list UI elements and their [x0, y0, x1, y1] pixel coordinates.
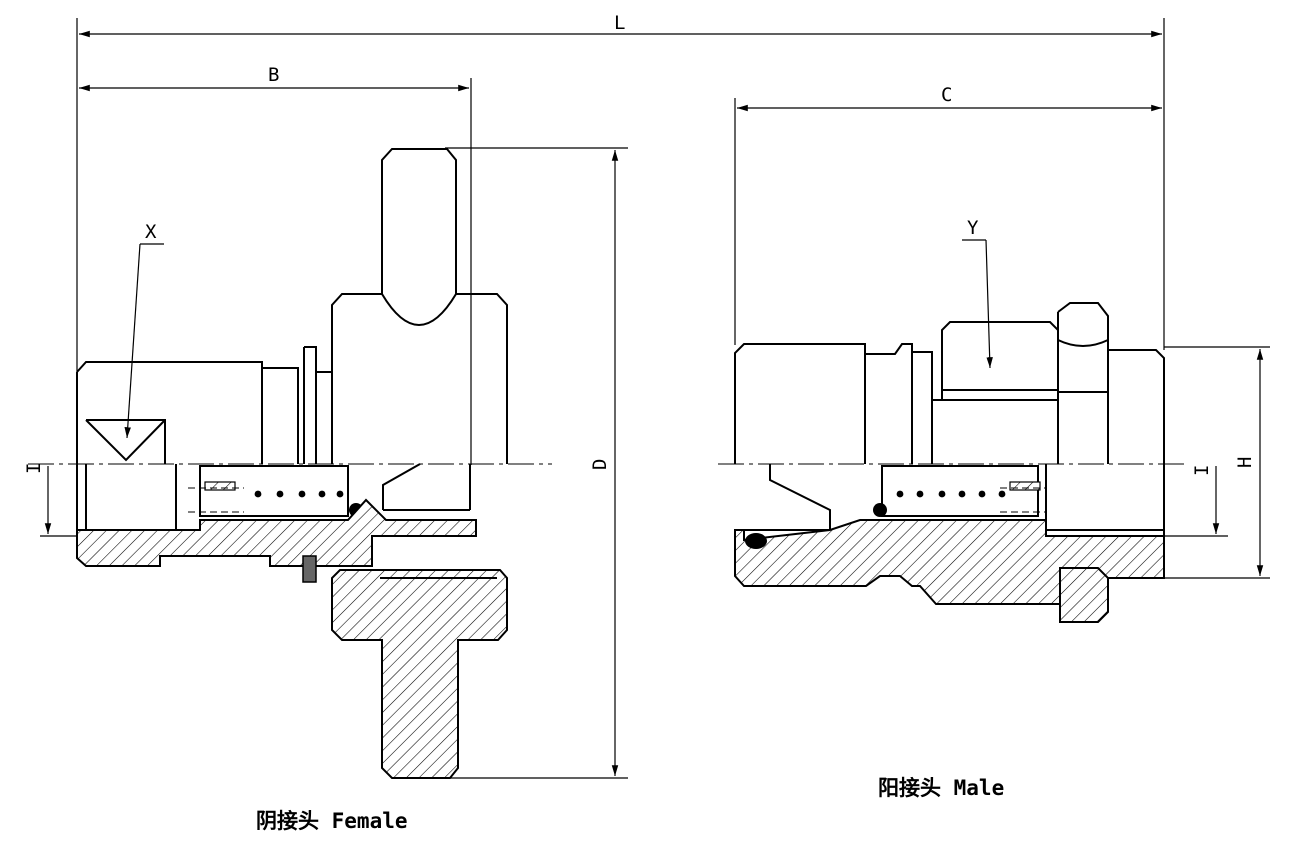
dimension-I-right: I — [1045, 465, 1228, 537]
dimension-label-i-right: I — [1191, 465, 1213, 476]
male-oring-outer — [745, 533, 767, 549]
female-coupling — [76, 148, 508, 779]
callout-y: Y — [962, 217, 993, 369]
dimension-label-b: B — [268, 64, 279, 86]
dimension-label-d: D — [589, 459, 611, 470]
callout-label-y: Y — [967, 217, 979, 239]
callout-x: X — [124, 221, 164, 439]
callout-label-x: X — [145, 221, 157, 243]
dimension-B: B — [79, 64, 472, 465]
dimension-label-i-left: I — [23, 463, 45, 474]
female-caption: 阴接头 Female — [256, 809, 408, 833]
dimension-L: L — [76, 12, 1165, 538]
male-oring-inner — [873, 503, 887, 517]
female-spring-coils — [254, 490, 344, 498]
dimension-C: C — [734, 84, 1162, 345]
male-spring-coils — [896, 490, 1006, 498]
male-coupling — [734, 302, 1165, 623]
dimension-label-c: C — [941, 84, 952, 106]
dimension-I-left: I — [23, 463, 90, 537]
male-caption: 阳接头 Male — [878, 776, 1004, 800]
dimension-label-h: H — [1234, 457, 1256, 468]
dimension-label-l: L — [614, 12, 625, 34]
dimension-D: D — [445, 147, 628, 779]
